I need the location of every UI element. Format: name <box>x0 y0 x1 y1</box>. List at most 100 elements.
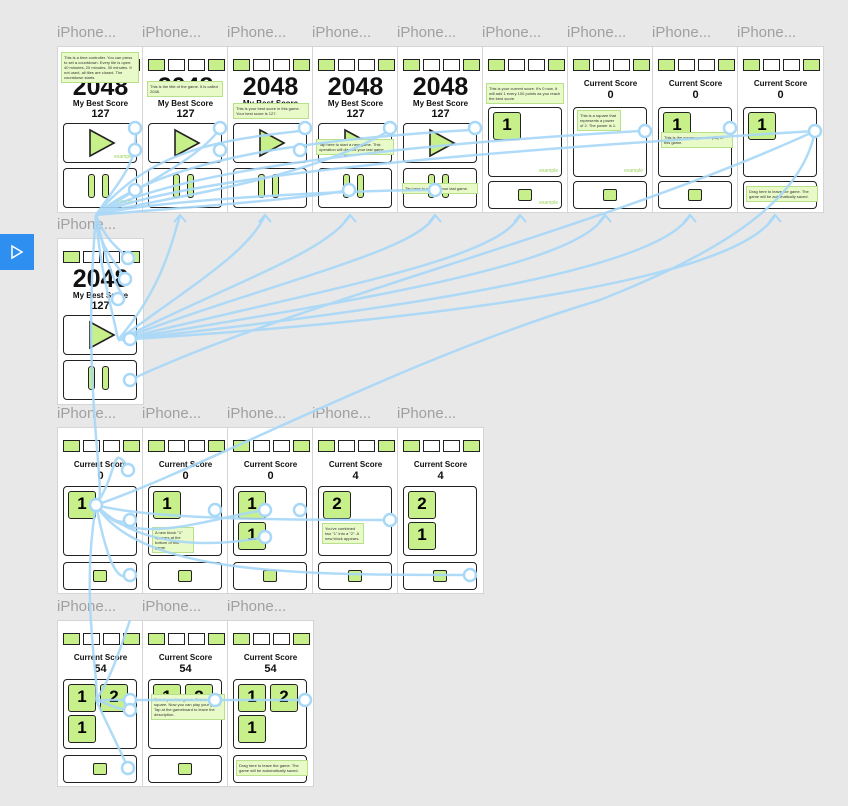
home-screen-frame[interactable]: 2048 My Best Score 127 Tap here to resum… <box>397 46 484 213</box>
timer-bars[interactable] <box>233 440 310 452</box>
annotation-note: Drag here to leave the game. The game wi… <box>746 186 818 202</box>
home-screen-frame[interactable]: 2048 My Best Score This is your best sco… <box>227 46 314 213</box>
timer-bars[interactable] <box>403 440 480 452</box>
game-screen-frame[interactable]: Current Score 54 1 2 This is your last g… <box>142 620 229 787</box>
tile: 1 <box>153 491 181 519</box>
game-board[interactable]: 1 This is the square you can play in thi… <box>658 107 733 177</box>
game-title: 2048 <box>242 73 299 101</box>
game-board[interactable]: 1 2 This is your last game. This is the … <box>148 679 225 749</box>
current-score-value: 0 <box>182 470 189 482</box>
tile: 1 <box>238 491 266 519</box>
leave-button[interactable] <box>148 755 222 783</box>
game-board[interactable]: 2 1 <box>403 486 477 556</box>
best-score-label: My Best Score <box>327 99 384 108</box>
tile: 2 <box>270 684 298 712</box>
leave-button[interactable] <box>403 562 477 590</box>
current-score-value: 4 <box>437 470 444 482</box>
game-board[interactable]: 1 A new block "1" appears at the bottom … <box>148 486 222 556</box>
play-triangle-icon <box>429 128 456 158</box>
resume-button[interactable] <box>148 168 222 208</box>
annotation-note: This is your last game. This is the squa… <box>151 694 225 720</box>
resume-button[interactable] <box>63 360 137 400</box>
game-board[interactable]: This is a square that represents a power… <box>573 107 647 177</box>
tag: example <box>114 154 133 160</box>
timer-bars[interactable] <box>233 59 310 71</box>
game-screen-frame[interactable]: Current Score 54 1 2 1 <box>57 620 144 787</box>
leave-button[interactable] <box>318 562 392 590</box>
leave-button[interactable]: example <box>488 181 562 209</box>
frame-title: iPhone... <box>652 24 712 41</box>
current-score-label: Current Score <box>158 653 213 662</box>
leave-button[interactable] <box>148 562 222 590</box>
home-screen-frame[interactable]: 2048 This is a time controller. You can … <box>57 46 144 213</box>
game-screen-frame[interactable]: Current Score 0 1 A new block "1" appear… <box>142 427 229 594</box>
tile: 1 <box>238 522 266 550</box>
game-screen-frame[interactable]: This is your current score. It's 0 now. … <box>482 46 569 213</box>
leave-button[interactable]: Drag here to leave the game. The game wi… <box>233 755 308 783</box>
frame-title: iPhone... <box>142 405 202 422</box>
timer-bars[interactable] <box>743 59 820 71</box>
game-screen-frame[interactable]: Current Score 4 2 1 <box>397 427 484 594</box>
play-button[interactable] <box>403 123 477 163</box>
game-board[interactable]: 1 2 1 <box>63 679 137 749</box>
timer-bars[interactable] <box>148 633 225 645</box>
start-flow-button[interactable] <box>0 234 34 270</box>
home-screen-frame[interactable]: 2048 My Best Score 127 Tap here to start… <box>312 46 399 213</box>
game-board[interactable]: 1 <box>63 486 137 556</box>
timer-bars[interactable] <box>148 440 225 452</box>
play-icon <box>11 244 24 260</box>
square-icon <box>263 570 277 582</box>
timer-bars[interactable] <box>318 59 395 71</box>
timer-bars[interactable] <box>318 440 395 452</box>
game-board[interactable]: 1 <box>743 107 817 177</box>
play-triangle-icon <box>259 128 286 158</box>
resume-button[interactable] <box>233 168 307 208</box>
square-icon <box>93 570 107 582</box>
current-score-label: Current Score <box>243 653 298 662</box>
game-board[interactable]: 1 2 1 <box>233 679 307 749</box>
timer-bars[interactable] <box>573 59 650 71</box>
leave-button[interactable] <box>63 562 137 590</box>
leave-button[interactable] <box>63 755 137 783</box>
home-screen-frame[interactable]: 2048 My Best Score 127 <box>57 238 144 405</box>
resume-button[interactable] <box>318 168 392 208</box>
best-score-label: My Best Score <box>72 291 129 300</box>
timer-bars[interactable] <box>63 440 140 452</box>
timer-bars[interactable] <box>403 59 480 71</box>
timer-bars[interactable] <box>233 633 310 645</box>
game-screen-frame[interactable]: Current Score 0 This is a square that re… <box>567 46 654 213</box>
play-button[interactable] <box>233 123 307 163</box>
resume-button[interactable]: example <box>63 168 137 208</box>
timer-bars[interactable] <box>658 59 735 71</box>
timer-bars[interactable] <box>488 59 565 71</box>
game-board[interactable]: 1 1 <box>233 486 307 556</box>
leave-button[interactable]: Drag here to leave the game. The game wi… <box>743 181 818 209</box>
home-screen-frame[interactable]: 2048 This is the title of the game. It i… <box>142 46 229 213</box>
tile: 1 <box>238 715 266 743</box>
tile: 1 <box>68 491 96 519</box>
current-score-value: 4 <box>352 470 359 482</box>
frame-title: iPhone... <box>482 24 542 41</box>
game-screen-frame[interactable]: Current Score 54 1 2 1 Drag here to leav… <box>227 620 314 787</box>
game-board[interactable]: 1 example <box>488 107 562 177</box>
play-button[interactable] <box>63 315 137 355</box>
game-board[interactable]: 2 You've combined two "1" into a "2". A … <box>318 486 392 556</box>
game-screen-frame[interactable]: Current Score 0 1 Drag here to leave the… <box>737 46 824 213</box>
timer-bars[interactable] <box>63 633 140 645</box>
current-score-label: Current Score <box>73 653 128 662</box>
timer-bars[interactable] <box>63 251 140 263</box>
play-button[interactable] <box>148 123 222 163</box>
pause-bar-icon <box>258 174 265 198</box>
leave-button[interactable] <box>233 562 307 590</box>
play-button[interactable]: example <box>63 123 137 163</box>
timer-bars[interactable] <box>148 59 225 71</box>
game-screen-frame[interactable]: Current Score 4 2 You've combined two "1… <box>312 427 399 594</box>
pause-bar-icon <box>88 174 95 198</box>
game-screen-frame[interactable]: Current Score 0 1 1 <box>227 427 314 594</box>
game-title: 2048 <box>327 73 384 101</box>
leave-button[interactable] <box>658 181 732 209</box>
leave-button[interactable] <box>573 181 647 209</box>
annotation-note: This is your current score. It's 0 now. … <box>486 83 564 104</box>
game-screen-frame[interactable]: Current Score 0 1 <box>57 427 144 594</box>
game-screen-frame[interactable]: Current Score 0 1 This is the square you… <box>652 46 739 213</box>
